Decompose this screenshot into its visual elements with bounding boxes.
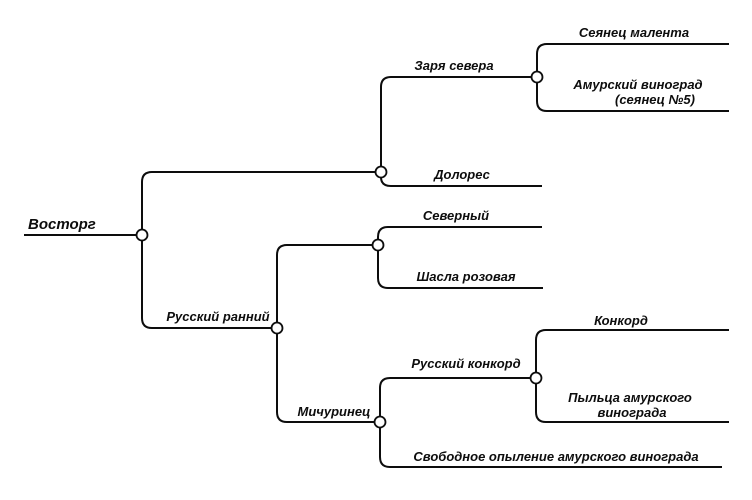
variety-label-dolores: Долорес [433,167,491,182]
edge-zarya-up-seyanets-malenta [536,43,729,71]
junction-michurinets [373,415,387,429]
variety-label-russky-ranny: Русский ранний [166,309,269,324]
edge-michurinets-up-to-russky-konkord [379,377,530,416]
variety-label-konkord: Конкорд [594,313,648,328]
variety-label-zarya-severa: Заря севера [414,58,493,73]
variety-label-amursky-vinograd-line1: Амурский виноград [572,77,702,92]
edge-russky-konkord-up-konkord [535,329,729,372]
edge-vostorg-up-to-cross1 [141,171,375,229]
edge-russky-ranny-up-to-cross2 [276,244,372,322]
edge-zarya-down-amursky-vinograd [536,83,729,112]
junction-russky-konkord [529,371,543,385]
variety-label-shasla-rozovaya: Шасла розовая [417,269,516,284]
junction-russky-ranny [270,321,284,335]
edge-russky-ranny-down-to-michurinets [276,334,374,423]
variety-label-severny: Северный [423,208,489,223]
edge-michurinets-down-svobodnoe [379,428,722,468]
edge-vostorg-down-to-russky-ranny [141,241,271,329]
variety-label-vostorg: Восторг [28,216,96,233]
variety-label-russky-konkord: Русский конкорд [411,356,520,371]
edge-cross1-up-to-zarya-severa [380,76,531,166]
variety-label-pyltsa-line1: Пыльца амурского [568,390,692,405]
junction-cross2 [371,238,385,252]
edge-cross1-down-dolores [380,176,542,187]
edge-cross2-down-shasla [377,251,543,289]
junction-cross1 [374,165,388,179]
junction-vostorg [135,228,149,242]
edge-russky-konkord-down-pyltsa [535,384,729,423]
variety-label-amursky-vinograd-line2: (сеянец №5) [615,92,695,107]
junction-zarya-severa [530,70,544,84]
edge-cross2-up-severny [377,226,542,240]
variety-label-michurinets: Мичуринец [298,404,371,419]
variety-label-svobodnoe-opylenie: Свободное опыление амурского винограда [413,449,698,464]
variety-label-pyltsa-line2: винограда [598,405,667,420]
variety-label-seyanets-malenta: Сеянец малента [579,25,689,40]
